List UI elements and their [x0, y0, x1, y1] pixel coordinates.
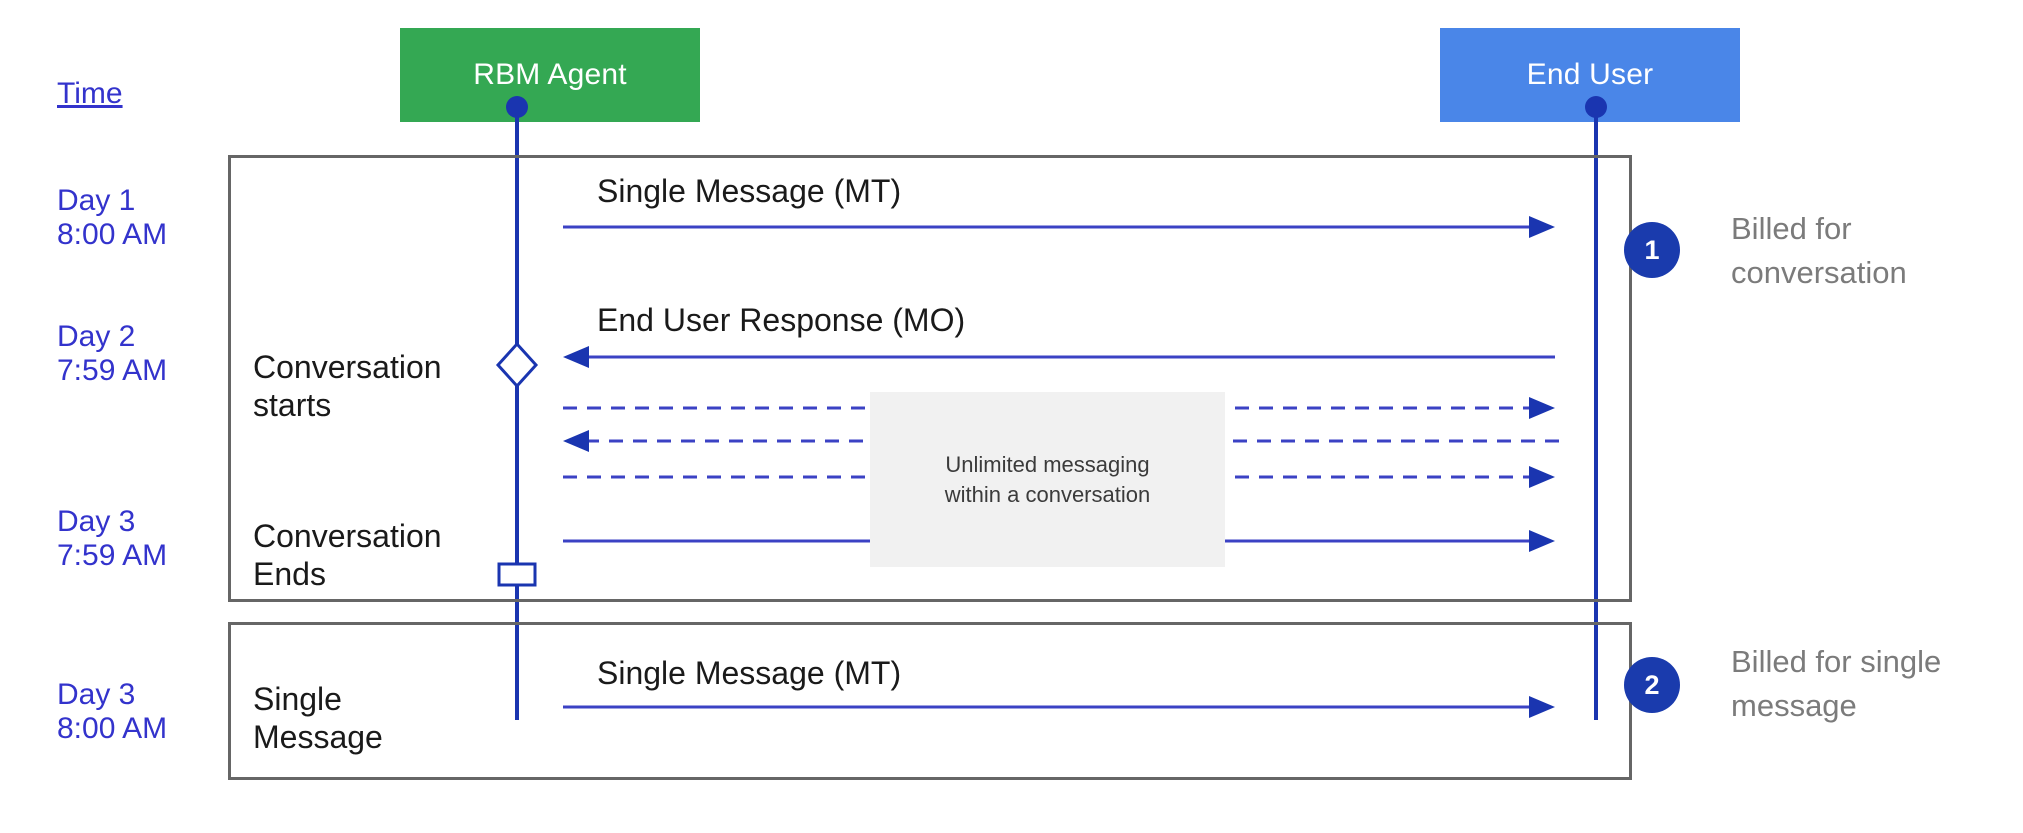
badge-billed-2-number: 2 [1644, 669, 1660, 700]
conversation-group-box [228, 155, 1632, 602]
message-label-single-message-mt-top: Single Message (MT) [597, 173, 902, 209]
stage-label-conversation-starts: Conversation starts [253, 349, 442, 423]
note-unlimited-messaging: Unlimited messaging within a conversatio… [870, 392, 1225, 567]
actor-end-user-label: End User [1526, 58, 1654, 91]
stage-label-single-message: Single Message [253, 681, 383, 755]
user-lifeline [1594, 104, 1598, 720]
time-label-day3-end: Day 3 7:59 AM [57, 505, 168, 572]
agent-lifeline [515, 104, 519, 720]
actor-rbm-agent-label: RBM Agent [473, 58, 627, 91]
conversation-start-diamond-marker [495, 341, 539, 389]
actor-rbm-agent[interactable]: RBM Agent [400, 28, 700, 122]
time-label-day2: Day 2 7:59 AM [57, 320, 168, 387]
message-label-single-message-mt-bottom: Single Message (MT) [597, 655, 902, 691]
badge-billed-1-number: 1 [1644, 234, 1660, 265]
billed-text-conversation: Billed for conversation [1731, 211, 1907, 290]
billed-text-single-message: Billed for single message [1731, 644, 1942, 723]
stage-label-conversation-ends: Conversation Ends [253, 518, 442, 592]
message-arrow-single-message-mt-bottom [563, 696, 1555, 718]
time-column-header: Time [57, 77, 123, 110]
time-label-day3-single: Day 3 8:00 AM [57, 678, 168, 745]
conversation-end-square-marker [497, 562, 537, 587]
message-arrow-single-message-mt-top [563, 216, 1555, 238]
message-label-end-user-response-mo: End User Response (MO) [597, 302, 966, 338]
note-unlimited-messaging-text: Unlimited messaging within a conversatio… [944, 451, 1151, 507]
badge-billed-2[interactable]: 2 [1624, 657, 1680, 713]
badge-billed-1[interactable]: 1 [1624, 222, 1680, 278]
message-arrow-end-user-response-mo [563, 346, 1555, 368]
time-label-day1: Day 1 8:00 AM [57, 184, 168, 251]
